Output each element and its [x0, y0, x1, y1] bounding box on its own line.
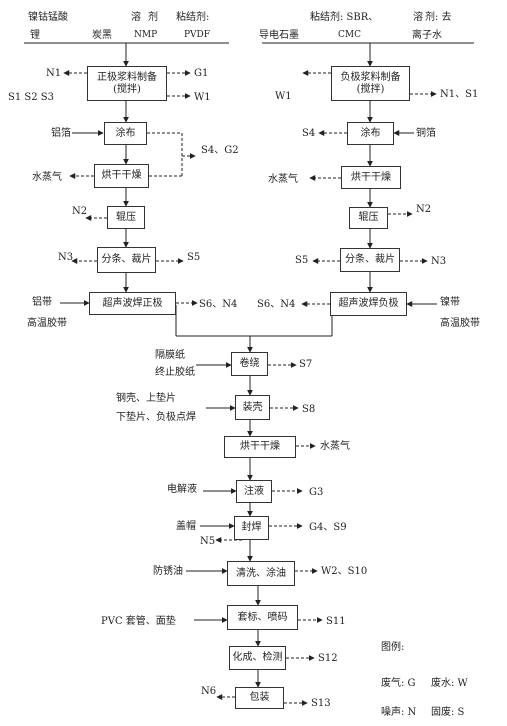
input-electrolyte: 电解液: [167, 484, 197, 495]
out-n-press-n2: N2: [416, 204, 432, 215]
out-p-vapor: 水蒸气: [32, 172, 62, 183]
out-weld-right: S6、N4: [257, 299, 296, 310]
out-center-vapor: 水蒸气: [320, 441, 350, 452]
box-cleaning: 清洗、涂油: [227, 561, 295, 586]
box-labeling: 套标、喷码: [227, 605, 298, 630]
input-ni-tape: 镍带: [440, 297, 460, 308]
out-clean-w2s10: W2、S10: [321, 566, 368, 577]
legend-water: 废水: W: [431, 678, 468, 689]
input-antirust-oil: 防锈油: [153, 566, 183, 577]
out-seal-g4s9: G4、S9: [309, 522, 347, 533]
out-p-mix-w1: W1: [194, 92, 211, 103]
material-nmp: NMP: [134, 30, 158, 40]
out-case-s8: S8: [302, 404, 316, 415]
out-n-coat-s4: S4: [302, 128, 316, 139]
material-solvent-r1: 溶: [413, 12, 423, 23]
out-p-coat: S4、G2: [201, 145, 239, 156]
material-binder-left: 粘结剂:: [176, 12, 210, 23]
input-separator: 隔膜纸: [155, 350, 185, 361]
material-graphite: 导电石墨: [259, 30, 299, 41]
out-p-mix-n1: N1: [46, 68, 62, 79]
box-negative-dry: 烘干干燥: [341, 166, 401, 189]
out-p-mix-s: S1 S2 S3: [8, 92, 54, 103]
out-seal-n5: N5: [200, 536, 216, 547]
box-injection: 注液: [236, 480, 272, 503]
material-carbon-black: 炭黑: [92, 30, 112, 41]
box-negative-coat: 涂布: [347, 122, 394, 145]
box-winding: 卷绕: [231, 352, 268, 376]
box-packaging: 包装: [235, 687, 284, 709]
input-al-foil: 铝箔: [51, 128, 71, 139]
material-binder-right: 粘结剂: SBR、: [310, 12, 379, 23]
material-nca-line1: 镍钴锰酸: [28, 12, 68, 23]
box-positive-slit: 分条、裁片: [97, 247, 156, 273]
input-stop-tape: 终止胶纸: [155, 367, 195, 378]
legend-solid: 固废: S: [431, 707, 465, 718]
input-spot-weld: 下垫片、负极点焊: [116, 412, 196, 423]
material-solvent-r2: 剂: 去: [425, 12, 452, 23]
out-p-slit-s5: S5: [187, 252, 201, 263]
out-n-slit-n3: N3: [431, 256, 447, 267]
material-deionized-water: 离子水: [412, 30, 442, 41]
out-pack-s13: S13: [311, 698, 331, 709]
material-cmc: CMC: [338, 30, 361, 40]
box-positive-mix: 正极浆料制备(搅拌): [87, 66, 167, 101]
box-positive-press: 辊压: [107, 206, 145, 229]
out-wind-s7: S7: [299, 359, 313, 370]
input-al-tape: 铝带: [32, 297, 52, 308]
box-positive-weld: 超声波焊正极: [89, 292, 176, 315]
input-cu-foil: 铜箔: [416, 128, 436, 139]
out-label-s11: S11: [326, 616, 346, 627]
out-inject-g3: G3: [309, 487, 324, 498]
input-steel-case: 钢壳、上垫片: [116, 393, 176, 404]
material-nca-line2: 锂: [30, 30, 40, 41]
input-cap: 盖帽: [176, 521, 196, 532]
box-negative-press: 辊压: [349, 207, 388, 229]
out-n-vapor: 水蒸气: [268, 174, 298, 185]
out-pack-n6: N6: [201, 686, 217, 697]
out-weld-left: S6、N4: [199, 299, 238, 310]
legend-noise: 噪声: N: [381, 707, 417, 718]
box-positive-dry: 烘干干燥: [94, 164, 149, 188]
material-pvdf: PVDF: [184, 30, 211, 40]
input-pvc-sleeve: PVC 套管、面垫: [101, 616, 176, 627]
box-casing: 装壳: [235, 395, 270, 420]
box-center-dry: 烘干干燥: [224, 436, 296, 458]
out-n-mix-w1: W1: [275, 91, 292, 102]
material-solvent-1: 溶: [131, 12, 141, 23]
out-n-slit-s5: S5: [295, 255, 309, 266]
box-negative-slit: 分条、裁片: [340, 248, 400, 272]
legend-title: 图例:: [381, 642, 405, 653]
box-negative-weld: 超声波焊负极: [330, 292, 407, 316]
legend-gas: 废气: G: [381, 678, 416, 689]
input-ht-tape-left: 高温胶带: [27, 318, 67, 329]
box-negative-mix: 负极浆料制备(搅拌): [331, 66, 410, 101]
out-form-s12: S12: [318, 653, 338, 664]
box-formation: 化成、检测: [229, 646, 286, 670]
input-ht-tape-right: 高温胶带: [440, 318, 480, 329]
out-n-mix-n1s1: N1、S1: [440, 89, 479, 100]
material-solvent-2: 剂: [148, 12, 158, 23]
out-p-press-n2: N2: [72, 206, 88, 217]
box-positive-coat: 涂布: [104, 122, 147, 145]
box-sealing: 封焊: [234, 516, 269, 540]
out-p-slit-n3: N3: [58, 252, 74, 263]
out-p-mix-g1: G1: [194, 68, 209, 79]
